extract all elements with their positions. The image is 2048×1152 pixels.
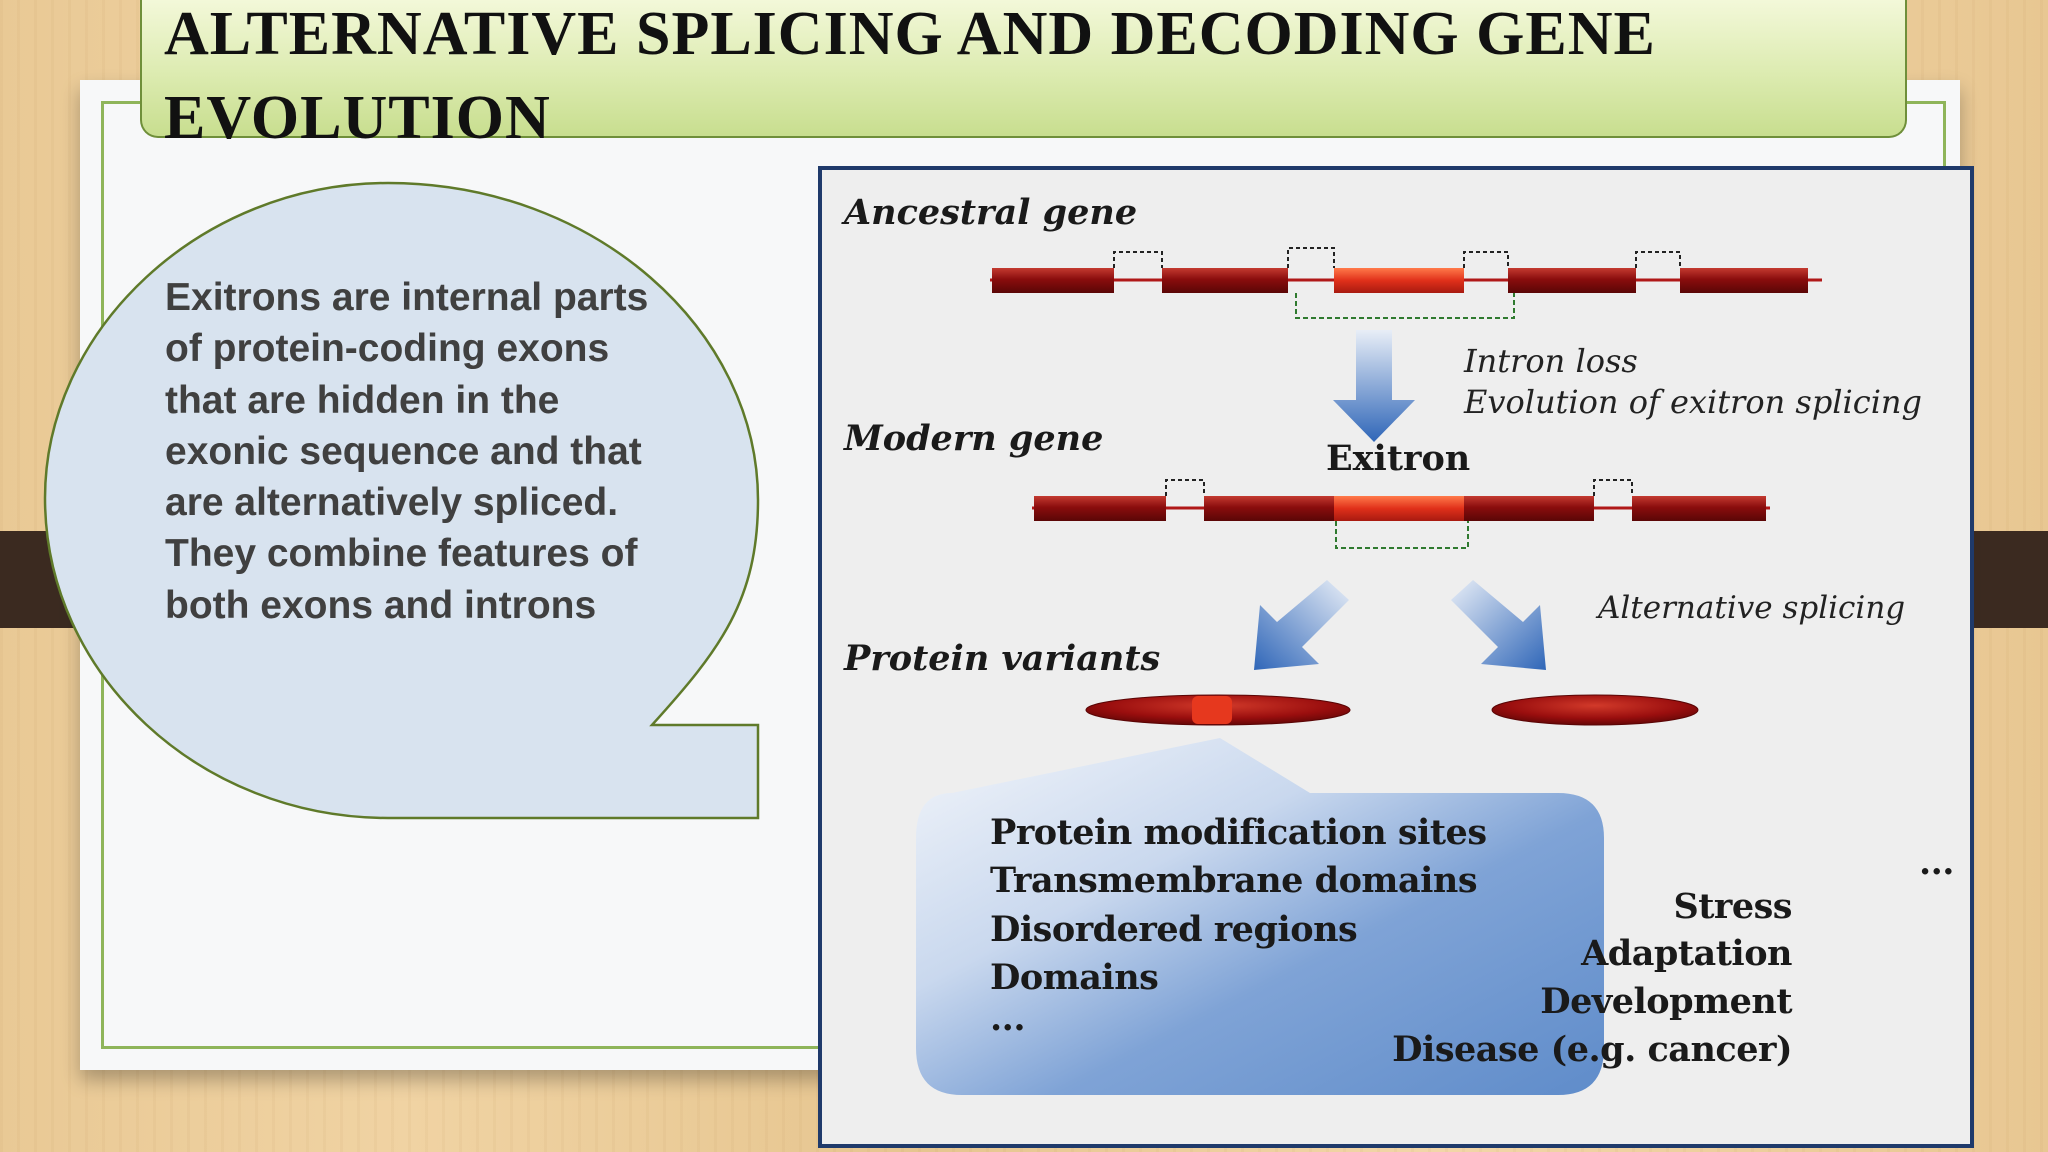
gene-diagram bbox=[916, 247, 1822, 1095]
exitron-figure: Ancestral gene Intron loss Evolution of … bbox=[818, 166, 1974, 1148]
feature-right-1: ... bbox=[1918, 842, 1955, 883]
down-arrow-icon bbox=[1333, 330, 1415, 442]
feature-left-1: Protein modification sites bbox=[990, 812, 1487, 853]
feature-left-2: Transmembrane domains bbox=[990, 860, 1478, 901]
ancestral-gene-label: Ancestral gene bbox=[844, 192, 1138, 233]
exitron-label: Exitron bbox=[1326, 438, 1471, 479]
speech-bubble bbox=[43, 181, 760, 820]
feature-right-2: Stress bbox=[1673, 886, 1792, 927]
modern-gene-label: Modern gene bbox=[844, 418, 1104, 459]
title-bar bbox=[140, 0, 1907, 138]
protein-variant-with-exitron bbox=[1085, 694, 1351, 726]
bubble-text: Exitrons are internal parts of protein-c… bbox=[165, 276, 649, 627]
feature-right-4: Development bbox=[1540, 981, 1792, 1022]
slide-title: ALTERNATIVE SPLICING AND DECODING GENE E… bbox=[164, 0, 1656, 152]
modern-gene bbox=[1032, 479, 1770, 549]
feature-callout bbox=[916, 738, 1604, 1095]
feature-left-5: ... bbox=[990, 998, 1026, 1039]
ancestral-gene bbox=[990, 247, 1822, 319]
alternative-splicing-label: Alternative splicing bbox=[1598, 590, 1906, 626]
protein-variants-label: Protein variants bbox=[844, 638, 1161, 679]
dark-band-right bbox=[1968, 531, 2048, 628]
exitron-splicing-label: Evolution of exitron splicing bbox=[1464, 383, 1923, 421]
right-diagonal-arrow-icon bbox=[1451, 580, 1546, 670]
left-diagonal-arrow-icon bbox=[1254, 580, 1349, 670]
protein-variant-without-exitron bbox=[1491, 694, 1699, 726]
intron-loss-label: Intron loss bbox=[1464, 342, 1638, 380]
feature-left-3: Disordered regions bbox=[990, 909, 1358, 950]
feature-right-5: Disease (e.g. cancer) bbox=[1392, 1029, 1792, 1070]
feature-left-4: Domains bbox=[990, 957, 1159, 998]
feature-right-3: Adaptation bbox=[1581, 933, 1792, 974]
